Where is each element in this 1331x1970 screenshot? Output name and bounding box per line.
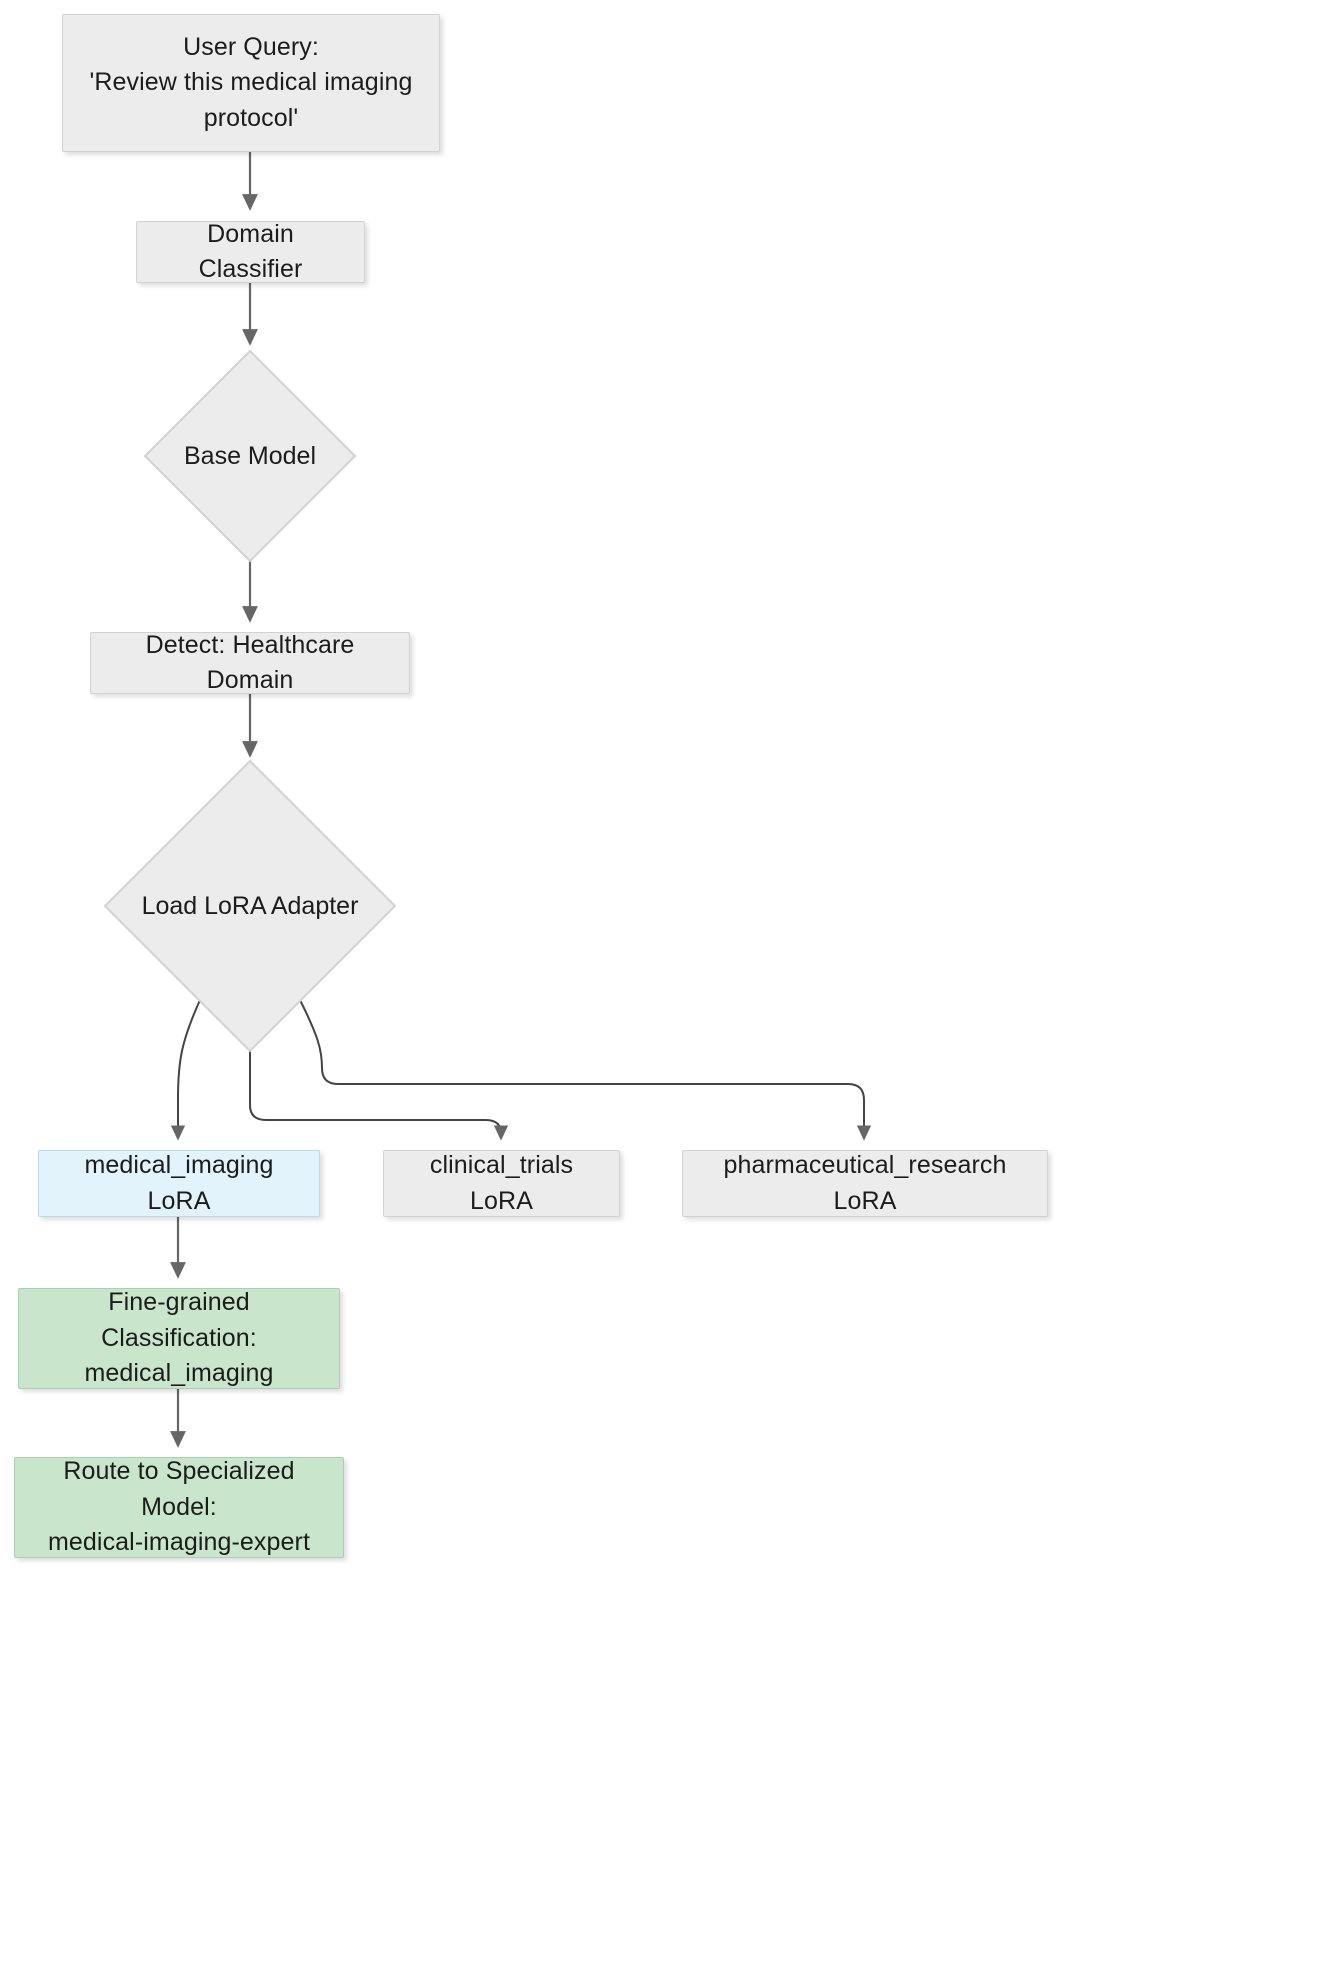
node-medical-imaging-lora-label: medical_imaging LoRA (84, 1151, 274, 1215)
node-fine-grained-classification[interactable]: Fine-grained Classification: medical_ima… (18, 1288, 340, 1389)
node-domain-classifier-label: Domain Classifier (198, 219, 303, 284)
node-user-query-line-1: User Query: (183, 32, 319, 61)
node-route-to-specialized-model-line-2: medical-imaging-expert (47, 1528, 311, 1557)
node-detect-healthcare-domain-label: Detect: Healthcare Domain (145, 630, 355, 695)
node-clinical-trials-lora-label: clinical_trials LoRA (429, 1151, 574, 1215)
node-user-query-line-3: protocol' (203, 103, 299, 132)
node-load-lora-adapter-label: Load LoRA Adapter (141, 891, 359, 920)
node-user-query[interactable]: User Query: 'Review this medical imaging… (62, 14, 440, 152)
node-domain-classifier[interactable]: Domain Classifier (136, 220, 365, 283)
node-pharmaceutical-research-lora[interactable]: pharmaceutical_research LoRA (682, 1150, 1048, 1217)
node-fine-grained-classification-line-2: medical_imaging (84, 1359, 274, 1388)
base-model-diamond-shape (143, 349, 357, 563)
node-route-to-specialized-model-line-1: Route to Specialized Model: (63, 1457, 295, 1521)
node-user-query-line-2: 'Review this medical imaging (89, 68, 413, 97)
node-load-lora-adapter[interactable]: Load LoRA Adapter (103, 759, 397, 1053)
node-detect-healthcare-domain[interactable]: Detect: Healthcare Domain (90, 631, 410, 694)
node-base-model-label: Base Model (183, 441, 317, 470)
node-route-to-specialized-model[interactable]: Route to Specialized Model: medical-imag… (14, 1457, 344, 1558)
node-pharmaceutical-research-lora-label: pharmaceutical_research LoRA (723, 1151, 1007, 1215)
node-fine-grained-classification-line-1: Fine-grained Classification: (101, 1288, 257, 1352)
node-base-model[interactable]: Base Model (143, 349, 357, 563)
node-clinical-trials-lora[interactable]: clinical_trials LoRA (383, 1150, 620, 1217)
node-medical-imaging-lora[interactable]: medical_imaging LoRA (38, 1150, 320, 1217)
load-lora-adapter-diamond-shape (103, 759, 397, 1053)
